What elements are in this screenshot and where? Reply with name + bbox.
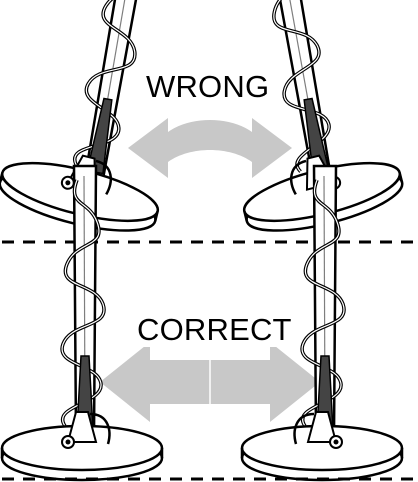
wrong-sweep-arrow bbox=[128, 118, 292, 178]
detector-tilted-right-icon bbox=[234, 0, 409, 244]
correct-sweep-arrow bbox=[100, 342, 320, 422]
wrong-label: WRONG bbox=[143, 70, 273, 104]
correct-label: CORRECT bbox=[134, 313, 295, 347]
